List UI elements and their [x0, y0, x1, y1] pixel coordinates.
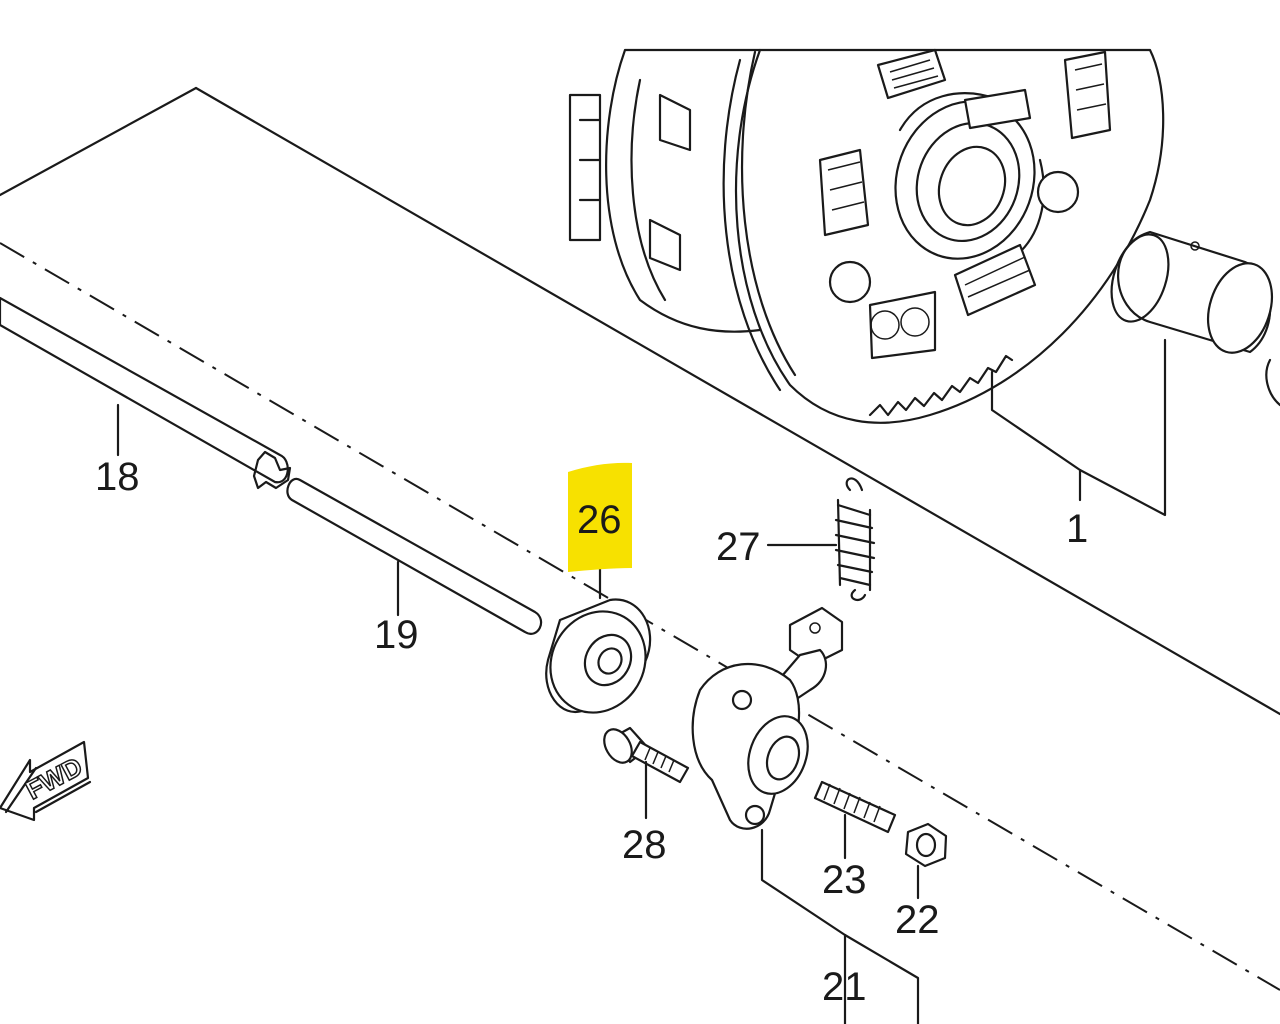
part-label-26[interactable]: 26	[577, 498, 622, 542]
part-label-1[interactable]: 1	[1066, 507, 1088, 551]
part-label-28[interactable]: 28	[622, 823, 667, 867]
push-rod-18	[0, 296, 292, 490]
part-label-19[interactable]: 19	[374, 613, 419, 657]
nut-23	[904, 822, 948, 900]
release-arm-21	[691, 606, 920, 1024]
clutch-sleeve	[1110, 230, 1280, 407]
bolt-28	[603, 726, 690, 820]
part-label-23[interactable]: 22	[895, 898, 940, 942]
part-label-18[interactable]: 18	[95, 455, 140, 499]
part-number-labels: 18 19 26 27 1 28 23 22 21	[95, 455, 1088, 1009]
push-rod-19	[286, 477, 543, 635]
part-label-27[interactable]: 27	[716, 525, 761, 569]
bearing-26	[545, 563, 652, 714]
part-label-21[interactable]: 21	[822, 965, 867, 1009]
damper-springs	[818, 48, 1112, 360]
fwd-arrow-icon: FWD	[0, 740, 92, 822]
spring-27	[766, 477, 876, 602]
part-26-highlight	[568, 462, 632, 572]
part-label-22[interactable]: 23	[822, 858, 867, 902]
leader-1	[990, 338, 1167, 517]
spring-22	[813, 780, 897, 860]
clutch-housing	[568, 48, 1165, 424]
